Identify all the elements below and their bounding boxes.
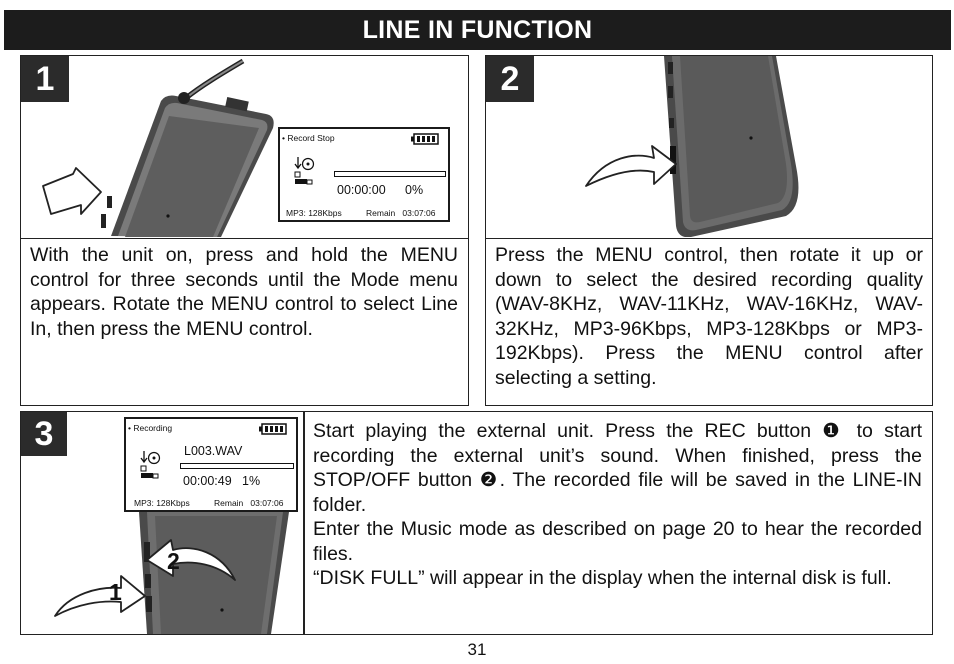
- step-3-paragraph-2: Enter the Music mode as described on pag…: [313, 518, 922, 565]
- lcd-file-name: L003.WAV: [184, 444, 243, 458]
- lcd-status: • Recording: [128, 423, 173, 433]
- lcd-elapsed-time: 00:00:00: [337, 183, 386, 197]
- lcd-progress-bar: [334, 171, 446, 177]
- section-title: LINE IN FUNCTION: [4, 10, 951, 50]
- step-2-number: 2: [486, 56, 534, 102]
- battery-icon: [259, 423, 287, 435]
- lcd-remain: Remain 03:07:06: [366, 208, 436, 218]
- callout-number-2: 2: [167, 548, 180, 574]
- step-3-paragraph-1: Start playing the external unit. Press t…: [313, 420, 922, 516]
- step-3-divider: [303, 412, 305, 634]
- step-1-device-illustration: [42, 58, 274, 237]
- step-1-instructions: With the unit on, press and hold the MEN…: [30, 244, 458, 340]
- lcd-display-step-3: • Recording L003.WAV 00:00:49 1% MP3: 12…: [124, 417, 298, 512]
- step-2-image-frame: 2: [485, 55, 933, 239]
- step-1-number: 1: [21, 56, 69, 102]
- page-number: 31: [467, 640, 487, 659]
- lcd-percent: 1%: [242, 474, 261, 488]
- lcd-format: MP3: 128Kbps: [134, 498, 190, 508]
- step-3-number: 3: [21, 412, 67, 456]
- step-2-instructions: Press the MENU control, then rotate it u…: [495, 244, 923, 389]
- lcd-elapsed-time: 00:00:49: [183, 474, 232, 488]
- lcd-format: MP3: 128Kbps: [286, 208, 342, 218]
- step-3-device-illustration: [54, 512, 289, 634]
- lcd-remain: Remain 03:07:06: [214, 498, 284, 508]
- record-line-in-icon: [294, 157, 315, 185]
- step-3-paragraph-3: “DISK FULL” will appear in the display w…: [313, 567, 892, 589]
- step-3-instructions: Start playing the external unit. Press t…: [313, 419, 922, 591]
- callout-number-1: 1: [109, 579, 122, 605]
- record-line-in-icon: [140, 451, 161, 479]
- battery-icon: [411, 133, 439, 145]
- lcd-display-step-1: • Record Stop 00:00:00 0% MP3: 128Kbps R…: [278, 127, 450, 222]
- lcd-progress-bar: [180, 463, 294, 469]
- step-3-image-area: 1 2 • Recording L003.WAV 00:00:49 1% MP3…: [21, 412, 303, 634]
- step-2-device-illustration: [585, 56, 799, 237]
- step-1-image-frame: • Record Stop 00:00:00 0% MP3: 128Kbps R…: [20, 55, 469, 239]
- lcd-percent: 0%: [405, 183, 424, 197]
- lcd-status: • Record Stop: [282, 133, 335, 143]
